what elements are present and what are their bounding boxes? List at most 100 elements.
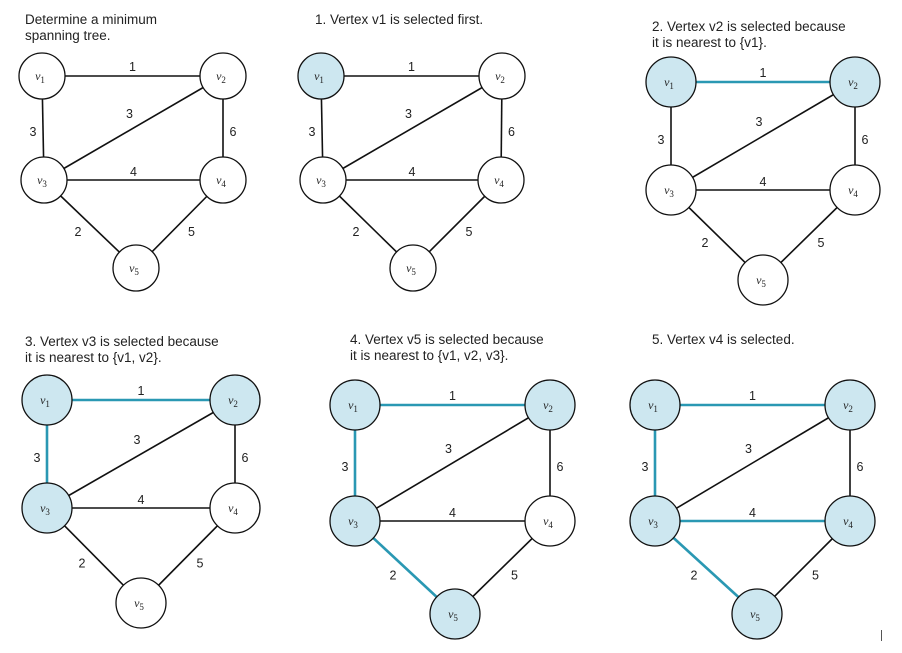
vertex-label-v4: v4 <box>216 173 226 189</box>
vertex-label-v2: v2 <box>216 69 226 85</box>
edge-weight-v2-v3: 3 <box>126 107 133 121</box>
edge-weight-v2-v3: 3 <box>756 115 763 129</box>
edge-weight-v1-v2: 1 <box>760 66 767 80</box>
edge-v2-v3 <box>654 404 851 522</box>
caption-step-0: Determine a minimum spanning tree. <box>25 12 157 44</box>
edge-weight-v1-v3: 3 <box>34 451 41 465</box>
caption-step-2: 2. Vertex v2 is selected because it is n… <box>652 19 846 51</box>
vertex-v5 <box>115 577 167 629</box>
vertex-label-v3: v3 <box>648 514 658 530</box>
edge-weight-v3-v4: 4 <box>760 175 767 189</box>
edge-weight-v3-v5: 2 <box>702 236 709 250</box>
edge-weight-v3-v5: 2 <box>79 557 86 571</box>
vertex-label-v2: v2 <box>495 69 505 85</box>
vertex-v2 <box>209 374 261 426</box>
vertex-v3 <box>329 495 381 547</box>
vertex-label-v3: v3 <box>348 514 358 530</box>
edge-weight-v1-v3: 3 <box>30 125 37 139</box>
vertex-v2 <box>478 52 526 100</box>
edge-weight-v4-v5: 5 <box>197 557 204 571</box>
edge-weight-v1-v2: 1 <box>449 389 456 403</box>
caption-line: it is nearest to {v1}. <box>652 35 767 50</box>
vertex-label-v1: v1 <box>648 398 658 414</box>
edge-weight-v1-v2: 1 <box>408 60 415 74</box>
vertex-v2 <box>824 379 876 431</box>
edge-v2-v3 <box>670 81 856 191</box>
edge-weight-v3-v4: 4 <box>138 493 145 507</box>
vertex-label-v1: v1 <box>40 393 50 409</box>
vertex-label-v1: v1 <box>35 69 45 85</box>
edge-v2-v3 <box>322 75 503 181</box>
vertex-v1 <box>18 52 66 100</box>
vertex-label-v2: v2 <box>543 398 553 414</box>
graph-step-3: 1 3 3 6 4 2 5 v1 v2 v3 v4 v5 <box>21 374 261 629</box>
edge-weight-v1-v3: 3 <box>658 133 665 147</box>
edge-weight-v2-v3: 3 <box>745 442 752 456</box>
caption-step-4: 4. Vertex v5 is selected because it is n… <box>350 332 544 364</box>
edge-weight-v3-v4: 4 <box>749 506 756 520</box>
vertex-v5 <box>389 244 437 292</box>
vertex-v1 <box>645 56 697 108</box>
vertex-label-v3: v3 <box>40 501 50 517</box>
vertex-v4 <box>477 156 525 204</box>
edge-weight-v3-v4: 4 <box>130 165 137 179</box>
vertex-label-v5: v5 <box>134 596 144 612</box>
vertex-v3 <box>20 156 68 204</box>
edge-weight-v1-v3: 3 <box>309 125 316 139</box>
vertex-label-v5: v5 <box>406 261 416 277</box>
edge-weight-v4-v5: 5 <box>466 225 473 239</box>
vertex-v1 <box>629 379 681 431</box>
edge-weight-v1-v2: 1 <box>138 384 145 398</box>
caption-step-3: 3. Vertex v3 is selected because it is n… <box>25 334 219 366</box>
vertex-label-v5: v5 <box>756 273 766 289</box>
vertex-v4 <box>199 156 247 204</box>
vertex-label-v3: v3 <box>316 173 326 189</box>
vertex-v5 <box>737 254 789 306</box>
vertex-label-v4: v4 <box>848 183 858 199</box>
vertex-label-v2: v2 <box>843 398 853 414</box>
vertex-label-v1: v1 <box>314 69 324 85</box>
vertex-label-v5: v5 <box>750 607 760 623</box>
vertex-v4 <box>524 495 576 547</box>
edge-weight-v3-v4: 4 <box>409 165 416 179</box>
edge-weight-v2-v3: 3 <box>405 107 412 121</box>
edge-weight-v3-v4: 4 <box>449 506 456 520</box>
edge-weight-v4-v5: 5 <box>511 569 518 583</box>
vertex-v5 <box>429 588 481 640</box>
caption-line: it is nearest to {v1, v2}. <box>25 350 162 365</box>
vertex-label-v4: v4 <box>228 501 238 517</box>
edge-weight-v4-v5: 5 <box>818 236 825 250</box>
edge-weight-v3-v5: 2 <box>353 225 360 239</box>
edge-weight-v2-v4: 6 <box>242 451 249 465</box>
vertex-label-v4: v4 <box>843 514 853 530</box>
edge-weight-v2-v4: 6 <box>557 460 564 474</box>
edge-v2-v3 <box>354 404 551 522</box>
edge-weight-v1-v3: 3 <box>342 460 349 474</box>
vertex-label-v3: v3 <box>664 183 674 199</box>
edge-weight-v2-v4: 6 <box>857 460 864 474</box>
vertex-label-v1: v1 <box>664 75 674 91</box>
vertex-v3 <box>299 156 347 204</box>
vertex-label-v2: v2 <box>228 393 238 409</box>
edge-weight-v3-v5: 2 <box>75 225 82 239</box>
edge-weight-v3-v5: 2 <box>691 569 698 583</box>
edge-v2-v3 <box>46 399 236 509</box>
vertex-v4 <box>829 164 881 216</box>
edge-weight-v2-v4: 6 <box>508 125 515 139</box>
vertex-v5 <box>112 244 160 292</box>
vertex-v2 <box>829 56 881 108</box>
vertex-v3 <box>21 482 73 534</box>
vertex-label-v5: v5 <box>129 261 139 277</box>
caption-line: 4. Vertex v5 is selected because <box>350 332 544 347</box>
vertex-v4 <box>824 495 876 547</box>
edge-weight-v4-v5: 5 <box>812 569 819 583</box>
vertex-v3 <box>645 164 697 216</box>
vertex-label-v4: v4 <box>543 514 553 530</box>
edge-weight-v1-v2: 1 <box>129 60 136 74</box>
edge-v2-v3 <box>43 75 224 181</box>
edge-weight-v2-v3: 3 <box>134 433 141 447</box>
